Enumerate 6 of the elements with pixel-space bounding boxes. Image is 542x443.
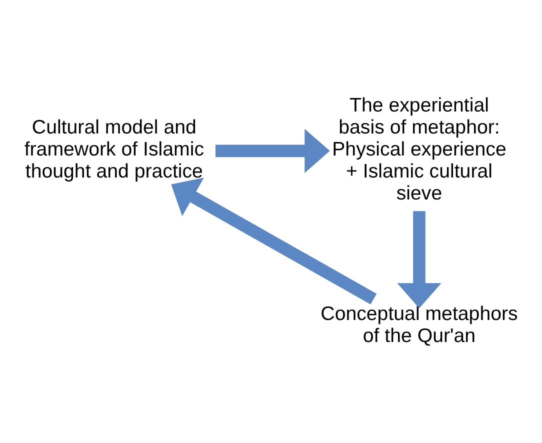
arrow bbox=[215, 128, 330, 173]
node-text: The experiential basis of metaphor: Physical experience + Islamic cultural sieve bbox=[332, 94, 506, 204]
arrow bbox=[171, 177, 377, 304]
node-text: Conceptual metaphors of the Qur'an bbox=[320, 302, 518, 346]
node-text: Cultural model and framework of Islamic thought and practice bbox=[24, 116, 204, 182]
arrow bbox=[397, 210, 442, 308]
